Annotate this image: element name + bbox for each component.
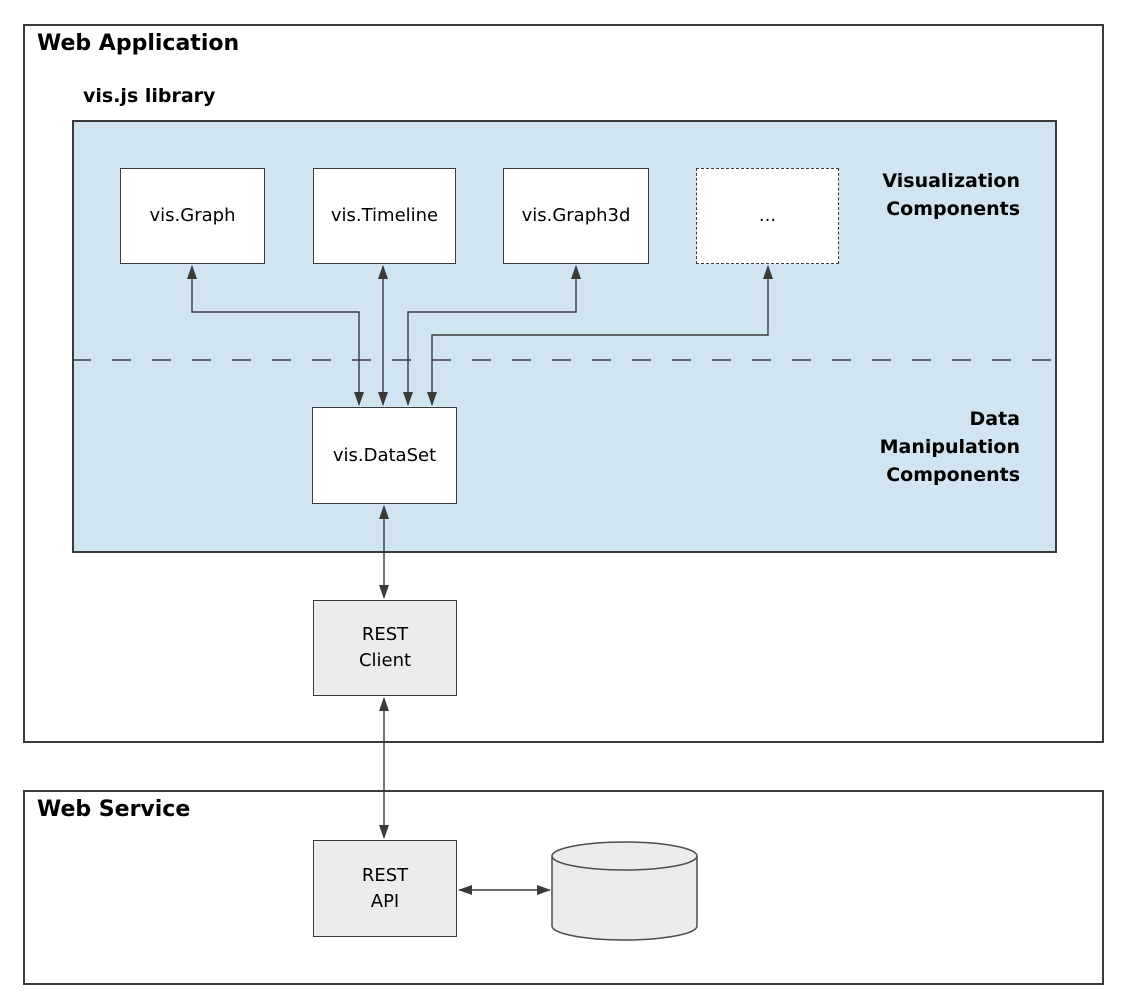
node-vis-graph3d: vis.Graph3d (503, 168, 649, 264)
node-rest-client-label: REST Client (359, 622, 411, 674)
node-vis-graph-label: vis.Graph (149, 205, 236, 226)
rest-client-line2: Client (358, 650, 412, 671)
node-vis-timeline-label: vis.Timeline (330, 205, 439, 226)
data-cylinder-label: Data (603, 880, 646, 902)
data-manipulation-line2: Manipulation (879, 436, 1020, 458)
rest-api-line1: REST (361, 864, 409, 886)
node-vis-graph3d-label: vis.Graph3d (521, 205, 631, 226)
node-rest-client: REST Client (313, 600, 457, 696)
data-manipulation-line3: Components (886, 464, 1020, 486)
visualization-components-label: Visualization Components (800, 167, 1020, 223)
node-vis-dataset-label: vis.DataSet (332, 444, 437, 466)
data-manipulation-components-label: Data Manipulation Components (790, 405, 1020, 489)
data-manipulation-line1: Data (969, 408, 1021, 430)
node-rest-api-label: REST API (362, 863, 408, 915)
visjs-library-label: vis.js library (83, 85, 216, 107)
web-service-title: Web Service (37, 797, 191, 822)
node-vis-timeline: vis.Timeline (313, 168, 456, 264)
web-application-title: Web Application (37, 31, 240, 56)
visualization-components-line1: Visualization (882, 170, 1020, 192)
visualization-components-line2: Components (886, 198, 1020, 220)
node-rest-api: REST API (313, 840, 457, 937)
rest-client-line1: REST (361, 624, 409, 645)
node-vis-graph: vis.Graph (120, 168, 265, 264)
node-placeholder-label: ... (758, 205, 777, 226)
rest-api-line2: API (370, 890, 400, 912)
node-placeholder-component: ... (696, 168, 839, 264)
node-vis-dataset: vis.DataSet (312, 407, 457, 504)
